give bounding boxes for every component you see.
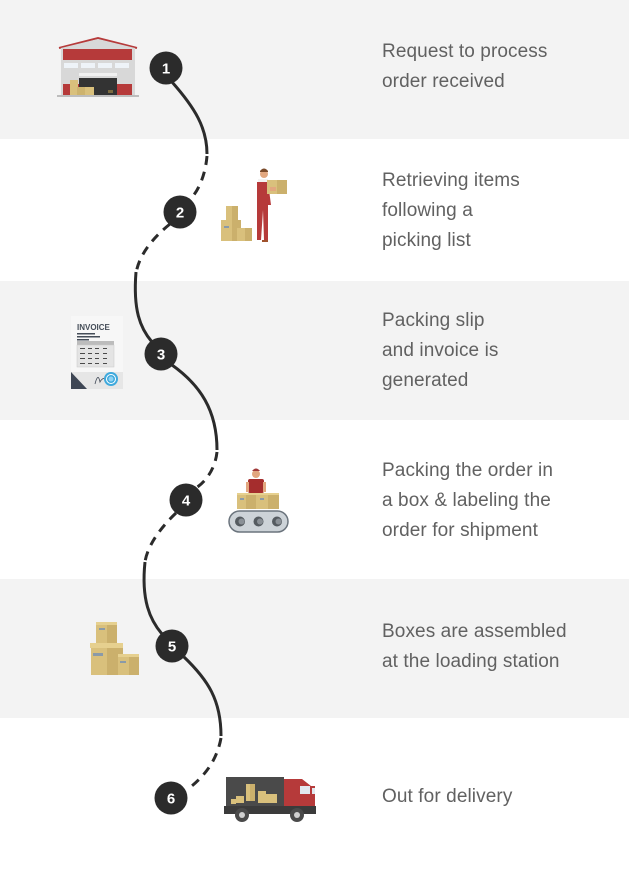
step-number: 6	[167, 791, 175, 808]
path-segment-solid	[182, 655, 223, 737]
step-badge-4: 4	[169, 483, 203, 517]
path-segment-dashed	[195, 451, 219, 490]
path-segment-solid	[170, 81, 209, 155]
step-text-line: a box & labeling the	[382, 490, 551, 511]
path-segment-dashed	[187, 737, 223, 791]
step-badge-1: 1	[149, 51, 183, 85]
step-6-text: Out for delivery	[382, 782, 612, 812]
step-text-line: following a	[382, 200, 473, 221]
step-2-text: Retrieving items following a picking lis…	[382, 166, 612, 256]
step-text-line: Boxes are assembled	[382, 621, 567, 642]
invoice-label: INVOICE	[77, 323, 111, 332]
step-number: 4	[182, 493, 191, 510]
step-text-line: order received	[382, 71, 505, 92]
step-badge-3: 3	[144, 337, 178, 371]
step-3-text: Packing slip and invoice is generated	[382, 306, 612, 396]
step-text-line: generated	[382, 370, 469, 391]
step-badge-5: 5	[155, 629, 189, 663]
conveyor-packing-icon	[228, 468, 289, 533]
warehouse-icon	[57, 36, 139, 97]
step-text-line: order for shipment	[382, 520, 538, 541]
stacked-boxes-icon	[90, 622, 139, 675]
path-segment-solid	[171, 363, 219, 451]
step-badge-2: 2	[163, 195, 197, 229]
step-text-line: Packing slip	[382, 310, 485, 331]
step-text-line: picking list	[382, 230, 471, 251]
step-4-text: Packing the order in a box & labeling th…	[382, 456, 612, 546]
step-badge-6: 6	[154, 781, 188, 815]
step-text-line: Packing the order in	[382, 460, 553, 481]
path-segment-dashed	[143, 511, 178, 563]
path-segment-solid	[133, 271, 154, 343]
step-number: 2	[176, 205, 184, 222]
step-number: 1	[162, 61, 170, 78]
path-segment-dashed	[187, 155, 209, 203]
step-4-band	[0, 420, 629, 579]
step-text-line: Retrieving items	[382, 170, 520, 191]
step-5-text: Boxes are assembled at the loading stati…	[382, 617, 612, 677]
invoice-icon: INVOICE	[71, 316, 123, 389]
path-segment-solid	[142, 561, 164, 635]
step-number: 5	[168, 639, 176, 656]
step-2-band	[0, 139, 629, 281]
step-text-line: at the loading station	[382, 651, 560, 672]
worker-carrying-box-icon	[221, 168, 287, 242]
step-text-line: and invoice is	[382, 340, 499, 361]
step-text-line: Out for delivery	[382, 786, 513, 807]
step-text-line: Request to process	[382, 41, 548, 62]
step-1-text: Request to process order received	[382, 37, 612, 97]
step-number: 3	[157, 347, 165, 364]
delivery-truck-icon	[224, 777, 316, 822]
path-segment-dashed	[134, 222, 171, 275]
